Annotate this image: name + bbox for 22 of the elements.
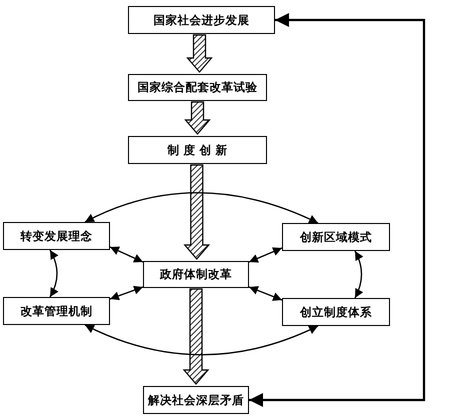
hatched-arrow [186, 34, 213, 73]
double-arrow [49, 250, 58, 298]
process-box: 转变发展理念 [3, 222, 110, 250]
process-box: 国家社会进步发展 [128, 6, 275, 34]
process-box: 改革管理机制 [3, 297, 110, 325]
hatched-arrow [182, 288, 210, 385]
hatched-arrow [183, 164, 210, 260]
double-arrow [354, 250, 364, 298]
double-arrow [84, 192, 318, 224]
process-box: 政府体制改革 [143, 261, 249, 288]
process-box: 创立制度体系 [282, 298, 390, 326]
double-arrow [248, 286, 282, 301]
process-box: 创新区域模式 [282, 223, 390, 251]
process-box: 制 度 创 新 [128, 136, 267, 164]
feedback-arrow [249, 13, 426, 407]
double-arrow [110, 286, 144, 300]
process-box: 国家综合配套改革试验 [128, 74, 267, 101]
hatched-arrow [184, 101, 211, 135]
double-arrow [110, 246, 144, 263]
process-box: 解决社会深层矛盾 [143, 386, 249, 414]
double-arrow [248, 247, 282, 263]
double-arrow [84, 324, 318, 356]
